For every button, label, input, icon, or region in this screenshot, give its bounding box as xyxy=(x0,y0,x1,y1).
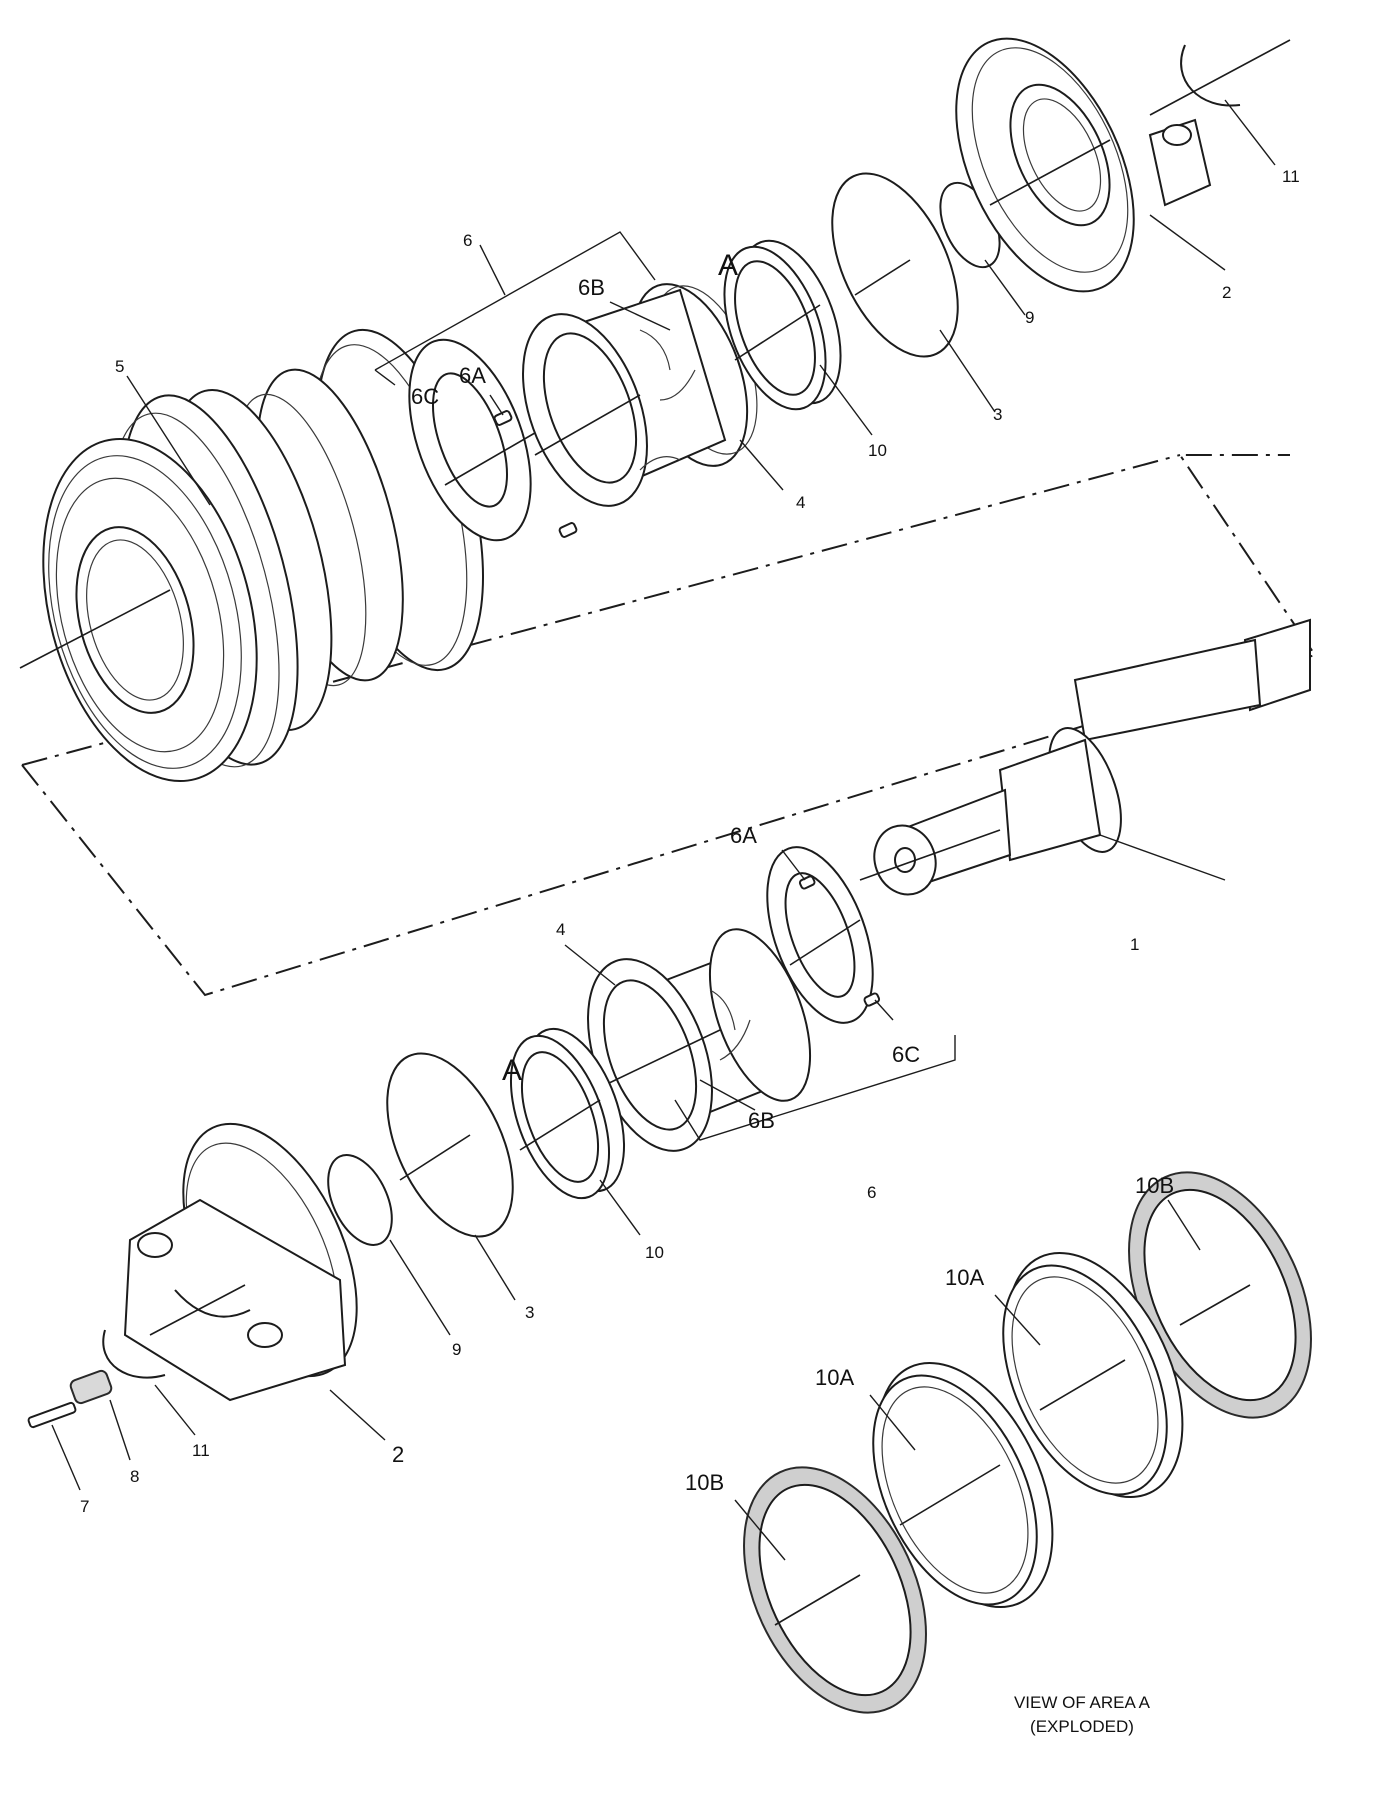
clip-part-11-top xyxy=(1180,44,1241,107)
seal-part-10-bottom xyxy=(509,1027,626,1200)
end-collar-part-2-bottom xyxy=(123,1122,358,1402)
callout-bot-9: 9 xyxy=(452,1340,461,1359)
dowel-pin-part-6A-top xyxy=(493,410,578,538)
callout-top-1: 1 xyxy=(1130,935,1139,954)
callout-detail-10A-left: 10A xyxy=(815,1365,854,1390)
caption-line-2: (EXPLODED) xyxy=(1030,1717,1134,1736)
callout-top-6C: 6C xyxy=(411,384,439,409)
callout-bot-6A: 6A xyxy=(730,823,757,848)
callout-top-9: 9 xyxy=(1025,308,1034,327)
centerline-top xyxy=(1149,39,1291,116)
o-ring-part-9-bottom xyxy=(327,1154,393,1246)
clip-part-11-bottom xyxy=(102,1329,166,1379)
dowel-pin-part-6A-bottom xyxy=(798,875,881,1007)
callout-bot-6: 6 xyxy=(867,1183,876,1202)
callout-bot-A: A xyxy=(502,1054,522,1087)
callout-top-5: 5 xyxy=(115,357,124,376)
callout-bot-10: 10 xyxy=(645,1243,664,1262)
callout-bot-3: 3 xyxy=(525,1303,534,1322)
callout-bot-4: 4 xyxy=(556,920,565,939)
callout-top-6B: 6B xyxy=(578,275,605,300)
thrust-washer-part-6C-top xyxy=(408,338,541,542)
callout-bot-7: 7 xyxy=(80,1497,89,1516)
callout-bot-11: 11 xyxy=(192,1441,210,1460)
callout-top-6A: 6A xyxy=(459,363,486,388)
roller-shell-part-5 xyxy=(19,328,484,783)
callout-labels: 5 1 6 6C 6A 6B A 4 10 3 9 2 11 6A 6C 4 A… xyxy=(80,167,1300,1516)
callout-detail-10B-left: 10B xyxy=(685,1470,724,1495)
callout-detail-10B-right: 10B xyxy=(1135,1173,1174,1198)
snap-ring-part-3-top xyxy=(831,172,959,358)
caption-line-1: VIEW OF AREA A xyxy=(1014,1693,1151,1712)
callout-bot-2: 2 xyxy=(392,1442,404,1467)
callout-top-4: 4 xyxy=(796,493,805,512)
collar-part-4-top xyxy=(522,283,758,507)
callout-top-A: A xyxy=(718,249,738,282)
callout-top-2: 2 xyxy=(1222,283,1231,302)
leader-lines xyxy=(51,99,1276,1561)
callout-bot-8: 8 xyxy=(130,1467,139,1486)
seal-part-10-top xyxy=(723,239,842,411)
end-collar-part-2-top xyxy=(955,37,1212,293)
callout-detail-10A-right: 10A xyxy=(945,1265,984,1290)
detail-caption: VIEW OF AREA A (EXPLODED) xyxy=(1014,1693,1151,1736)
collar-part-4-bottom xyxy=(587,928,812,1152)
pin-part-7 xyxy=(27,1401,77,1429)
dashed-assembly-path xyxy=(21,454,1317,997)
detail-seal-10A-right xyxy=(1002,1251,1184,1499)
detail-seal-10A-left xyxy=(872,1361,1054,1609)
detail-seal-10B-right xyxy=(1128,1171,1312,1419)
callout-top-10: 10 xyxy=(868,441,887,460)
callout-top-6: 6 xyxy=(463,231,472,250)
callout-bot-6B: 6B xyxy=(748,1108,775,1133)
bushing-part-8 xyxy=(69,1369,113,1405)
callout-top-3: 3 xyxy=(993,405,1002,424)
thrust-washer-part-6C-bottom xyxy=(766,846,874,1024)
shaft-part-1 xyxy=(859,618,1311,896)
detail-seal-10B-left xyxy=(743,1466,927,1714)
snap-ring-part-3-bottom xyxy=(386,1052,514,1238)
callout-top-11: 11 xyxy=(1282,167,1300,186)
callout-bot-6C: 6C xyxy=(892,1042,920,1067)
